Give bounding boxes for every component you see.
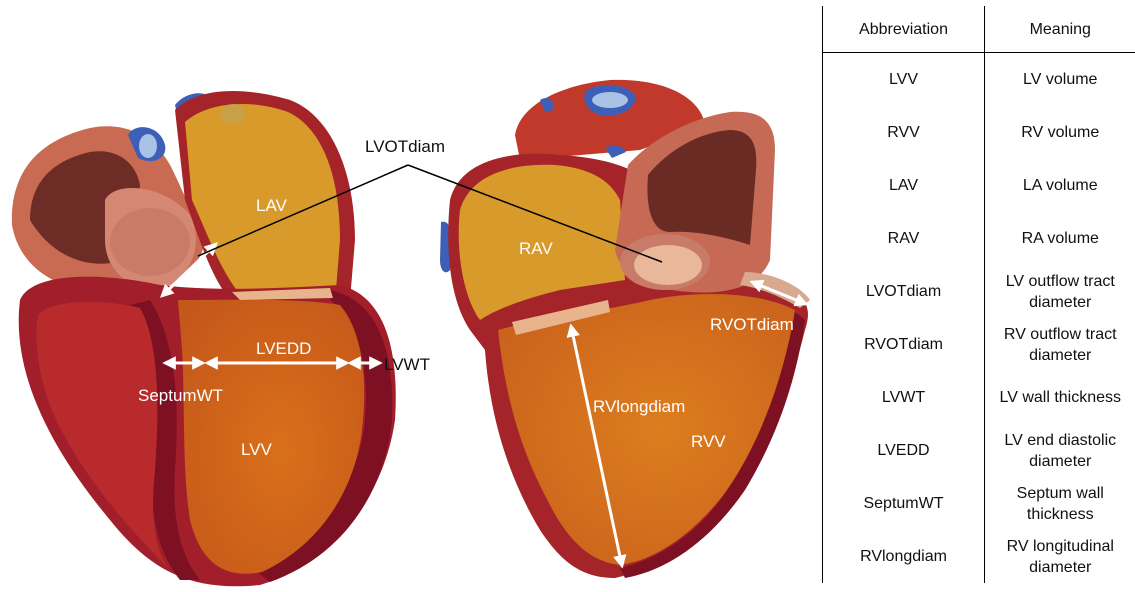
- table-row: SeptumWT Septum wall thickness: [823, 477, 1135, 530]
- row-abbr: LVV: [823, 53, 985, 107]
- row-abbr: LAV: [823, 159, 985, 212]
- table-row: LAV LA volume: [823, 159, 1135, 212]
- row-abbr: RVOTdiam: [823, 318, 985, 371]
- header-meaning: Meaning: [985, 6, 1135, 53]
- row-abbr: RVlongdiam: [823, 530, 985, 583]
- table-row: RVlongdiam RV longitudinal diameter: [823, 530, 1135, 583]
- label-rvlongdiam: RVlongdiam: [593, 397, 685, 416]
- right-outflow-valve-inner: [634, 245, 702, 285]
- row-abbr: RVV: [823, 106, 985, 159]
- row-meaning: LV wall thickness: [985, 371, 1135, 424]
- row-meaning: LA volume: [985, 159, 1135, 212]
- label-lav: LAV: [256, 196, 288, 215]
- left-valve-ring: [110, 208, 190, 276]
- row-abbr: SeptumWT: [823, 477, 985, 530]
- heart-diagram: LVOTdiam LAV LVEDD LVWT SeptumWT LVV RAV…: [0, 0, 815, 592]
- table-row: LVWT LV wall thickness: [823, 371, 1135, 424]
- label-rav: RAV: [519, 239, 553, 258]
- row-meaning: RV volume: [985, 106, 1135, 159]
- label-lvedd: LVEDD: [256, 339, 311, 358]
- row-abbr: LVEDD: [823, 424, 985, 477]
- row-meaning: LV volume: [985, 53, 1135, 107]
- table-row: RVV RV volume: [823, 106, 1135, 159]
- label-lvotdiam: LVOTdiam: [365, 137, 445, 156]
- abbreviation-table: Abbreviation Meaning LVV LV volume RVV R…: [822, 6, 1135, 592]
- row-abbr: LVWT: [823, 371, 985, 424]
- left-atrium-vein: [221, 104, 245, 124]
- label-rvotdiam: RVOTdiam: [710, 315, 794, 334]
- table-row: LVOTdiam LV outflow tract diameter: [823, 265, 1135, 318]
- row-meaning: LV outflow tract diameter: [985, 265, 1135, 318]
- row-meaning: Septum wall thickness: [985, 477, 1135, 530]
- left-blue-vessel-1-inner: [139, 134, 157, 158]
- row-meaning: RA volume: [985, 212, 1135, 265]
- table-row: LVEDD LV end diastolic diameter: [823, 424, 1135, 477]
- label-rvv: RVV: [691, 432, 726, 451]
- table-row: LVV LV volume: [823, 53, 1135, 107]
- row-meaning: RV longitudinal diameter: [985, 530, 1135, 583]
- row-meaning: RV outflow tract diameter: [985, 318, 1135, 371]
- table-header-row: Abbreviation Meaning: [823, 6, 1135, 53]
- row-abbr: LVOTdiam: [823, 265, 985, 318]
- row-meaning: LV end diastolic diameter: [985, 424, 1135, 477]
- row-abbr: RAV: [823, 212, 985, 265]
- table-row: RVOTdiam RV outflow tract diameter: [823, 318, 1135, 371]
- label-lvv: LVV: [241, 440, 273, 459]
- label-lvwt: LVWT: [384, 355, 430, 374]
- header-abbreviation: Abbreviation: [823, 6, 985, 53]
- right-blue-vessel-1-inner: [592, 92, 628, 108]
- label-septumwt: SeptumWT: [138, 386, 223, 405]
- table-row: RAV RA volume: [823, 212, 1135, 265]
